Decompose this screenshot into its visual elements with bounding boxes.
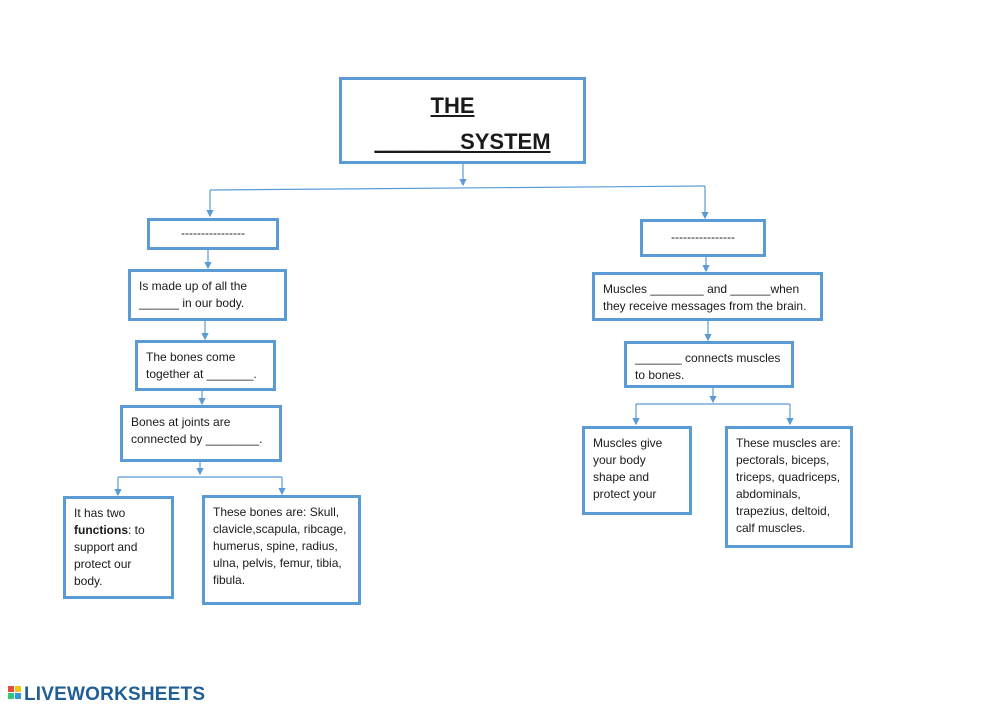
liveworksheets-brand: LIVEWORKSHEETS (24, 684, 205, 706)
left-box-5-text: These bones are: Skull, clavicle,scapula… (213, 505, 347, 587)
right-box-3: Muscles give your body shape and protect… (582, 426, 692, 515)
left-box-2: The bones come together at _______. (135, 340, 276, 391)
right-box-4-text: These muscles are: pectorals, biceps, tr… (736, 436, 841, 535)
left-box-2-text: The bones come together at _______. (146, 350, 257, 381)
title-line1: THE (430, 93, 475, 118)
title-box: THE _______SYSTEM (339, 77, 586, 164)
brand-text: LIVEWORKSHEETS (24, 684, 206, 705)
left-box-4-post: : to support and protect our body. (74, 523, 145, 588)
right-header-box: ---------------- (640, 219, 766, 257)
left-box-5: These bones are: Skull, clavicle,scapula… (202, 495, 361, 605)
right-header-text: ---------------- (671, 230, 735, 244)
title-line2: _______SYSTEM (374, 129, 551, 154)
liveworksheets-logo-icon (8, 686, 21, 699)
left-box-4-text: It has two functions: to support and pro… (66, 499, 171, 590)
right-box-1-text: Muscles ________ and ______when they rec… (603, 282, 807, 313)
left-box-4: It has two functions: to support and pro… (63, 496, 174, 599)
left-header-box: ---------------- (147, 218, 279, 250)
right-box-4: These muscles are: pectorals, biceps, tr… (725, 426, 853, 548)
right-box-2-text: _______ connects muscles to bones. (635, 351, 781, 382)
right-box-1: Muscles ________ and ______when they rec… (592, 272, 823, 321)
left-box-4-pre: It has two (74, 506, 126, 520)
right-box-3-text: Muscles give your body shape and protect… (593, 436, 663, 501)
left-header-text: ---------------- (181, 226, 245, 240)
left-box-1-text: Is made up of all the ______ in our body… (139, 279, 248, 310)
right-box-2: _______ connects muscles to bones. (624, 341, 794, 388)
left-box-1: Is made up of all the ______ in our body… (128, 269, 287, 321)
left-box-3-text: Bones at joints are connected by _______… (131, 415, 263, 446)
left-box-3: Bones at joints are connected by _______… (120, 405, 282, 462)
left-box-4-bold: functions (74, 523, 128, 537)
